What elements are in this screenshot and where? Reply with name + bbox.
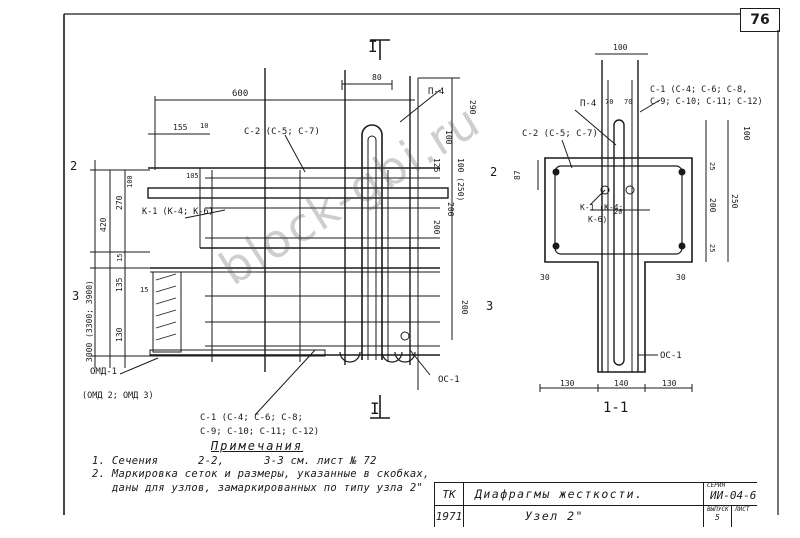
dim-15-b: 15 xyxy=(140,286,148,294)
dim-600: 600 xyxy=(232,89,248,99)
title-block-year: 1971 xyxy=(435,505,464,527)
dim-r-25-b: 25 xyxy=(708,244,716,252)
section-mark-3-right: 3 xyxy=(486,299,493,313)
dim-15-a: 15 xyxy=(116,254,124,262)
title-block-subtitle: Узел 2" xyxy=(525,509,584,523)
dim-r-130-a: 130 xyxy=(560,379,575,388)
title-block: ТК 1971 Диафрагмы жесткости. Узел 2" СЕР… xyxy=(434,482,757,527)
dim-r-20: 20 xyxy=(614,208,622,216)
dim-r-30-a: 30 xyxy=(540,273,550,282)
dim-270: 270 xyxy=(115,195,124,210)
dim-r-200: 200 xyxy=(708,198,717,213)
dim-r-100: 100 xyxy=(742,126,751,141)
label-p4-right: П-4 xyxy=(580,99,596,109)
dim-left-100: 100 xyxy=(126,175,134,188)
dim-200-b: 200 xyxy=(432,220,441,235)
issue-value: 5 xyxy=(715,513,720,522)
section-view-label: 1-1 xyxy=(603,400,628,416)
label-c1-right-line2: С-9; С-10; С-11; С-12) xyxy=(650,97,763,107)
dim-105: 105 xyxy=(186,172,199,180)
section-mark-2-right: 2 xyxy=(490,165,497,179)
dim-130: 130 xyxy=(115,327,124,342)
dim-200-a: 200 xyxy=(446,202,455,217)
dim-r-25-a: 25 xyxy=(708,162,716,170)
section-mark-bottom: I xyxy=(370,399,380,418)
dim-r-100-top: 100 xyxy=(613,43,628,52)
dim-100-right: 100 xyxy=(444,130,453,145)
dim-420: 420 xyxy=(99,217,108,232)
label-c1-left-line2: С-9; С-10; С-11; С-12) xyxy=(200,427,319,437)
label-p4-left: П-4 xyxy=(428,87,444,97)
dim-r-250: 250 xyxy=(730,194,739,209)
label-c1-left-line1: С-1 (С-4; С-6; С-8; xyxy=(200,413,303,423)
label-k1-right-b: К-6) xyxy=(588,215,607,224)
title-block-org: ТК xyxy=(435,483,464,506)
dim-r-87: 87 xyxy=(513,170,522,180)
label-omd-alt: (ОМД 2; ОМД 3) xyxy=(82,391,154,401)
dim-3000: 3000 (3300; 3900) xyxy=(85,280,94,362)
dim-r-70-b: 70 xyxy=(624,98,632,106)
dim-200-c: 200 xyxy=(460,300,469,315)
dim-100-250: 100 (250) xyxy=(456,158,465,201)
notes-header: Примечания xyxy=(210,439,304,453)
label-oc1-left: ОС-1 xyxy=(438,375,460,385)
note-2: 2. Маркировка сеток и размеры, указанные… xyxy=(92,468,430,480)
series-label: СЕРИЯ xyxy=(707,482,726,489)
label-omd1: ОМД-1 xyxy=(90,367,117,377)
dim-10: 10 xyxy=(200,122,208,130)
dim-80: 80 xyxy=(372,73,382,82)
dim-r-130-b: 130 xyxy=(662,379,677,388)
label-oc1-right: ОС-1 xyxy=(660,351,682,361)
notes: Примечания 1. Сечения 2-2, 3-3 см. лист … xyxy=(92,439,430,495)
note-3: даны для узлов, замаркированных по типу … xyxy=(92,481,424,494)
dim-r-30-b: 30 xyxy=(676,273,686,282)
issue-label: ВЫПУСК xyxy=(707,506,729,513)
label-k1-right-a: К-1 (К-4; xyxy=(580,203,623,212)
page-number: 76 xyxy=(740,8,780,32)
label-c2-right: С-2 (С-5; С-7) xyxy=(522,129,598,139)
dim-125: 125 xyxy=(432,158,441,173)
note-1: 1. Сечения 2-2, 3-3 см. лист № 72 xyxy=(92,454,377,467)
label-c1-right-line1: С-1 (С-4; С-6; С-8, xyxy=(650,85,747,95)
dim-r-140: 140 xyxy=(614,379,629,388)
dim-155: 155 xyxy=(173,123,188,132)
sheet-label: ЛИСТ xyxy=(735,506,750,513)
section-mark-3-left: 3 xyxy=(72,289,79,303)
dim-290: 290 xyxy=(468,100,477,115)
dim-r-70-a: 70 xyxy=(605,98,613,106)
label-k1-left: К-1 (К-4; К-6) xyxy=(142,207,214,217)
title-block-title: Диафрагмы жесткости. xyxy=(475,487,644,501)
label-c2-left: С-2 (С-5; С-7) xyxy=(244,127,320,137)
dim-135: 135 xyxy=(115,277,124,292)
series-value: ИИ-04-6 xyxy=(710,489,757,502)
section-mark-2-left: 2 xyxy=(70,159,77,173)
section-mark-top: I xyxy=(368,37,378,56)
